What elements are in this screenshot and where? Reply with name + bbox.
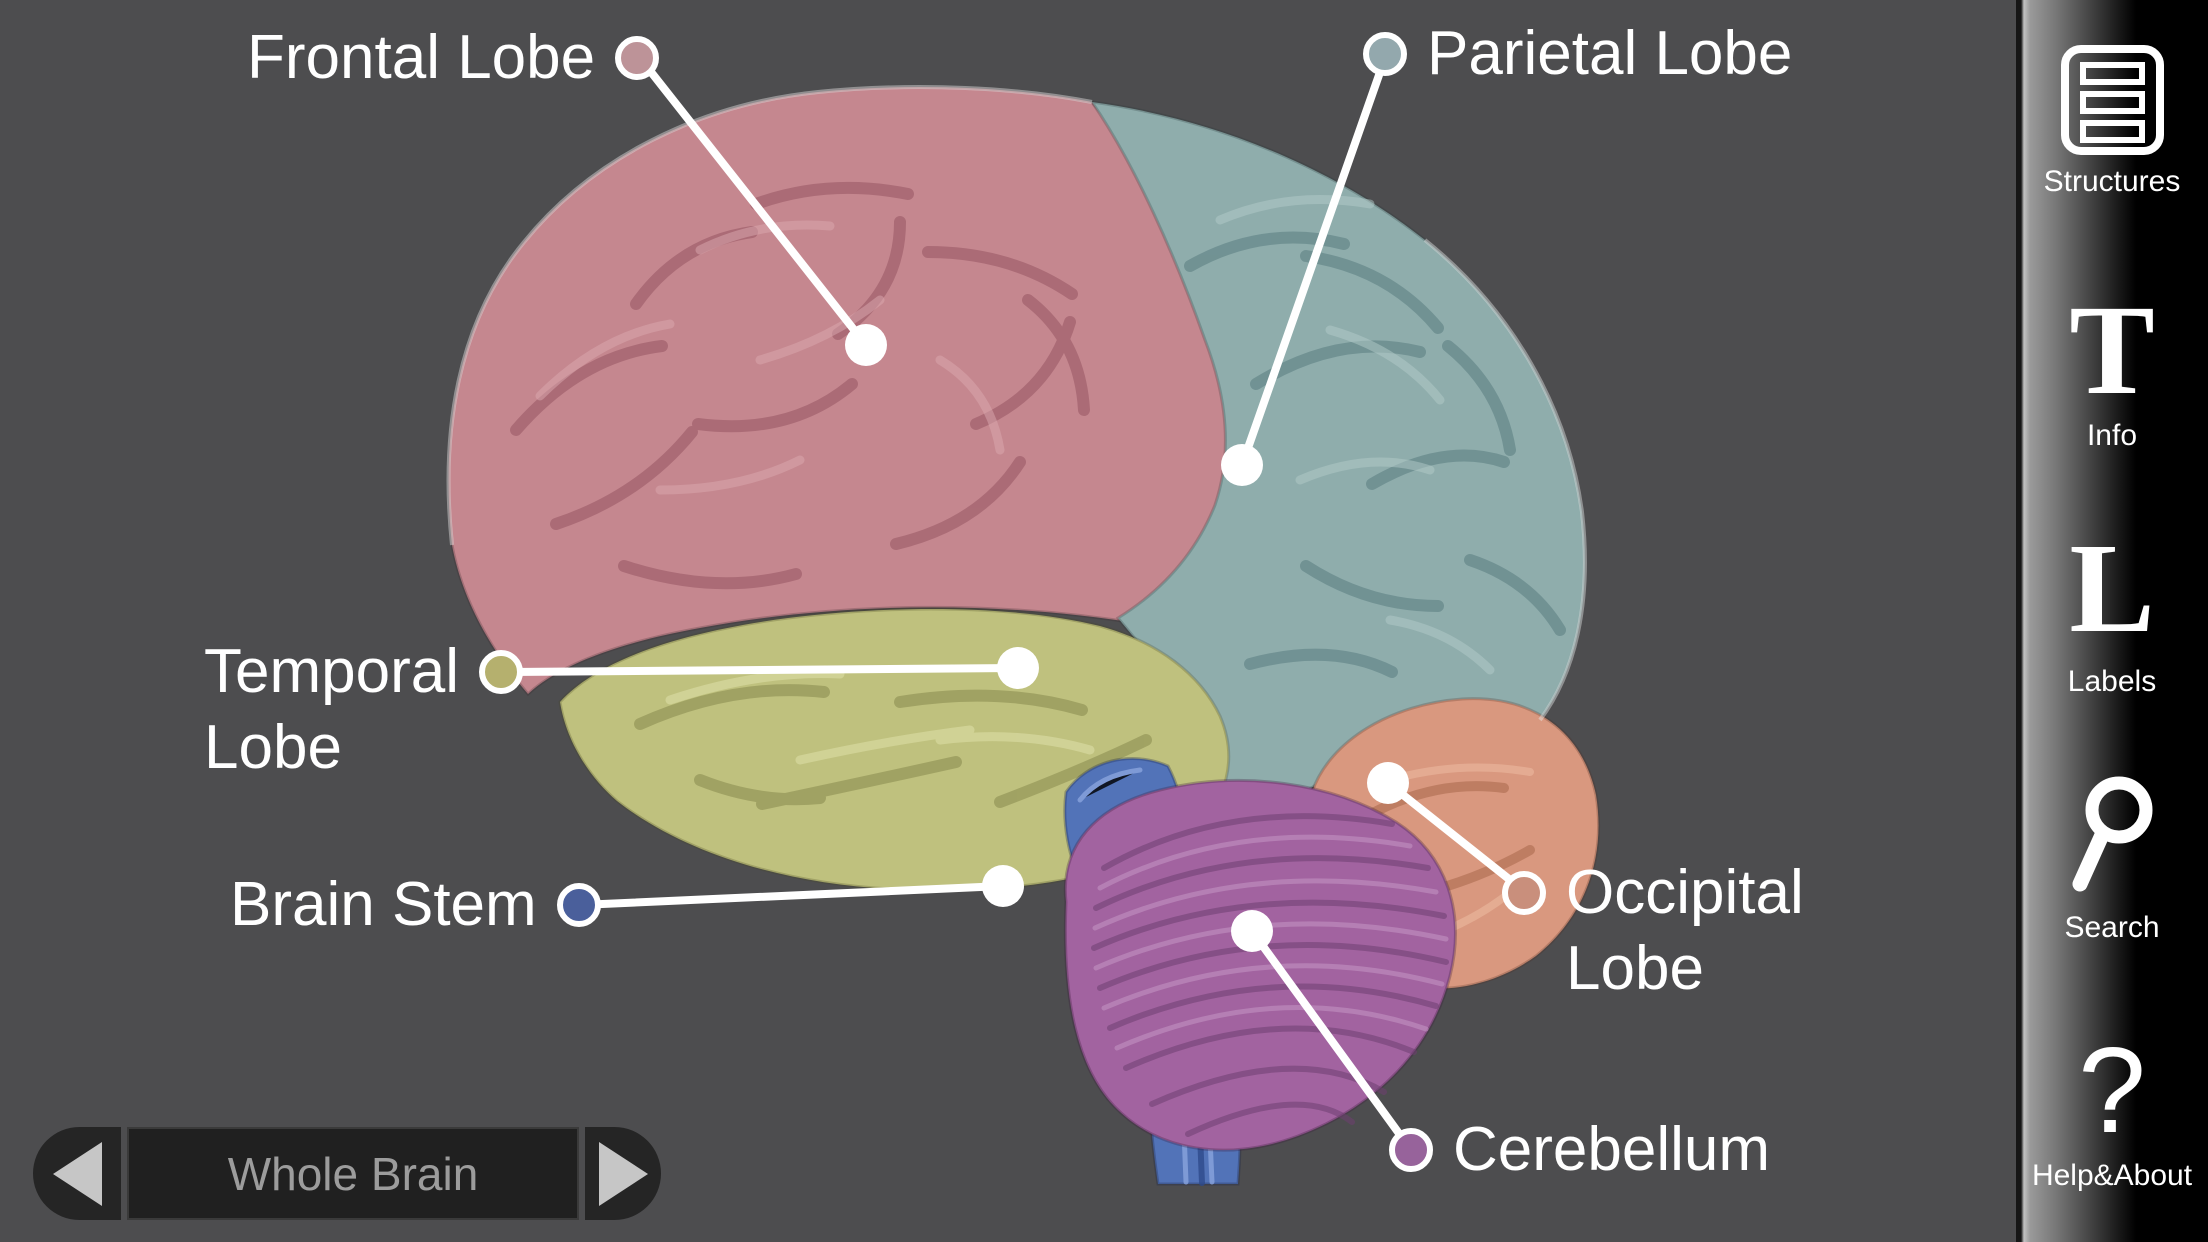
temporal-gyri-highlights [665,669,1095,765]
leader-line-frontal [636,54,870,349]
sidebar-item-search[interactable]: Search [2016,772,2208,946]
label-text: Frontal Lobe [247,23,596,92]
left-arrow-icon [52,1141,102,1206]
temporal-lobe-dot [479,650,523,694]
label-text: Brain Stem [230,870,537,939]
sidebar: Structures T Info L Labels Search ? Help… [2016,0,2208,1242]
structure-points [845,324,1409,952]
label-parietal-lobe: Parietal Lobe [1363,16,1792,92]
structure-point-parietal [1221,444,1263,486]
parietal-lobe-dot [1363,32,1407,76]
leader-line-parietal [1238,54,1389,469]
label-cerebellum: Cerebellum [1389,1112,1770,1188]
label-temporal-lobe: Temporal Lobe [204,634,523,786]
structure-point-brainstem [982,865,1024,907]
sidebar-item-label: Structures [2043,165,2181,198]
sidebar-item-structures[interactable]: Structures [2016,44,2208,200]
temporal-sulci [634,684,1152,810]
label-text: Temporal Lobe [204,637,459,782]
search-icon [2072,776,2153,892]
label-brain-stem: Brain Stem [230,867,601,943]
help-icon: ? [2078,1022,2146,1158]
sidebar-item-label: Help&About [2031,1159,2193,1192]
sidebar-item-help[interactable]: ? Help&About [2016,1022,2208,1194]
label-occipital-lobe: Occipital Lobe [1502,855,1804,1007]
sidebar-item-labels[interactable]: L Labels [2016,517,2208,700]
sidebar-item-label: Info [2086,419,2138,452]
cerebellum-region[interactable] [1063,779,1457,1152]
leader-line-cerebellum [1248,927,1415,1154]
next-structure-button[interactable] [585,1127,661,1220]
structures-icon [2060,45,2164,155]
structure-point-occipital [1367,762,1409,804]
brain-stem-dot [556,883,601,927]
structure-point-cerebellum [1231,910,1273,952]
brain-rim-highlight [446,85,1587,722]
leader-line-brainstem [576,882,1007,909]
structure-point-frontal [845,324,887,366]
right-arrow-icon [598,1141,648,1206]
temporal-lobe-region[interactable] [558,607,1231,892]
labels-icon: L [2069,517,2155,659]
leader-line-temporal [506,664,1022,676]
structure-point-temporal [997,647,1039,689]
frontal-lobe-dot [615,36,660,80]
sidebar-item-label: Labels [2067,665,2157,698]
current-structure-display: Whole Brain [127,1127,579,1220]
sidebar-item-label: Search [2064,911,2160,944]
frontal-gyri-highlights [535,220,1005,495]
leader-line-occipital [1384,779,1528,895]
label-frontal-lobe: Frontal Lobe [247,20,660,96]
label-text: Cerebellum [1453,1115,1771,1184]
leader-lines [506,54,1528,1154]
structure-selector: Whole Brain [33,1127,661,1220]
label-text: Occipital Lobe [1566,858,1804,1003]
parietal-gyri-highlights [1215,195,1495,675]
current-structure-name: Whole Brain [227,1147,479,1200]
label-text: Parietal Lobe [1427,19,1793,88]
occipital-lobe-dot [1502,871,1546,915]
info-icon: T [2069,279,2155,421]
cerebellum-dot [1389,1128,1433,1172]
sidebar-item-info[interactable]: T Info [2016,279,2208,454]
previous-structure-button[interactable] [33,1127,121,1220]
parietal-sulci [1184,231,1566,678]
